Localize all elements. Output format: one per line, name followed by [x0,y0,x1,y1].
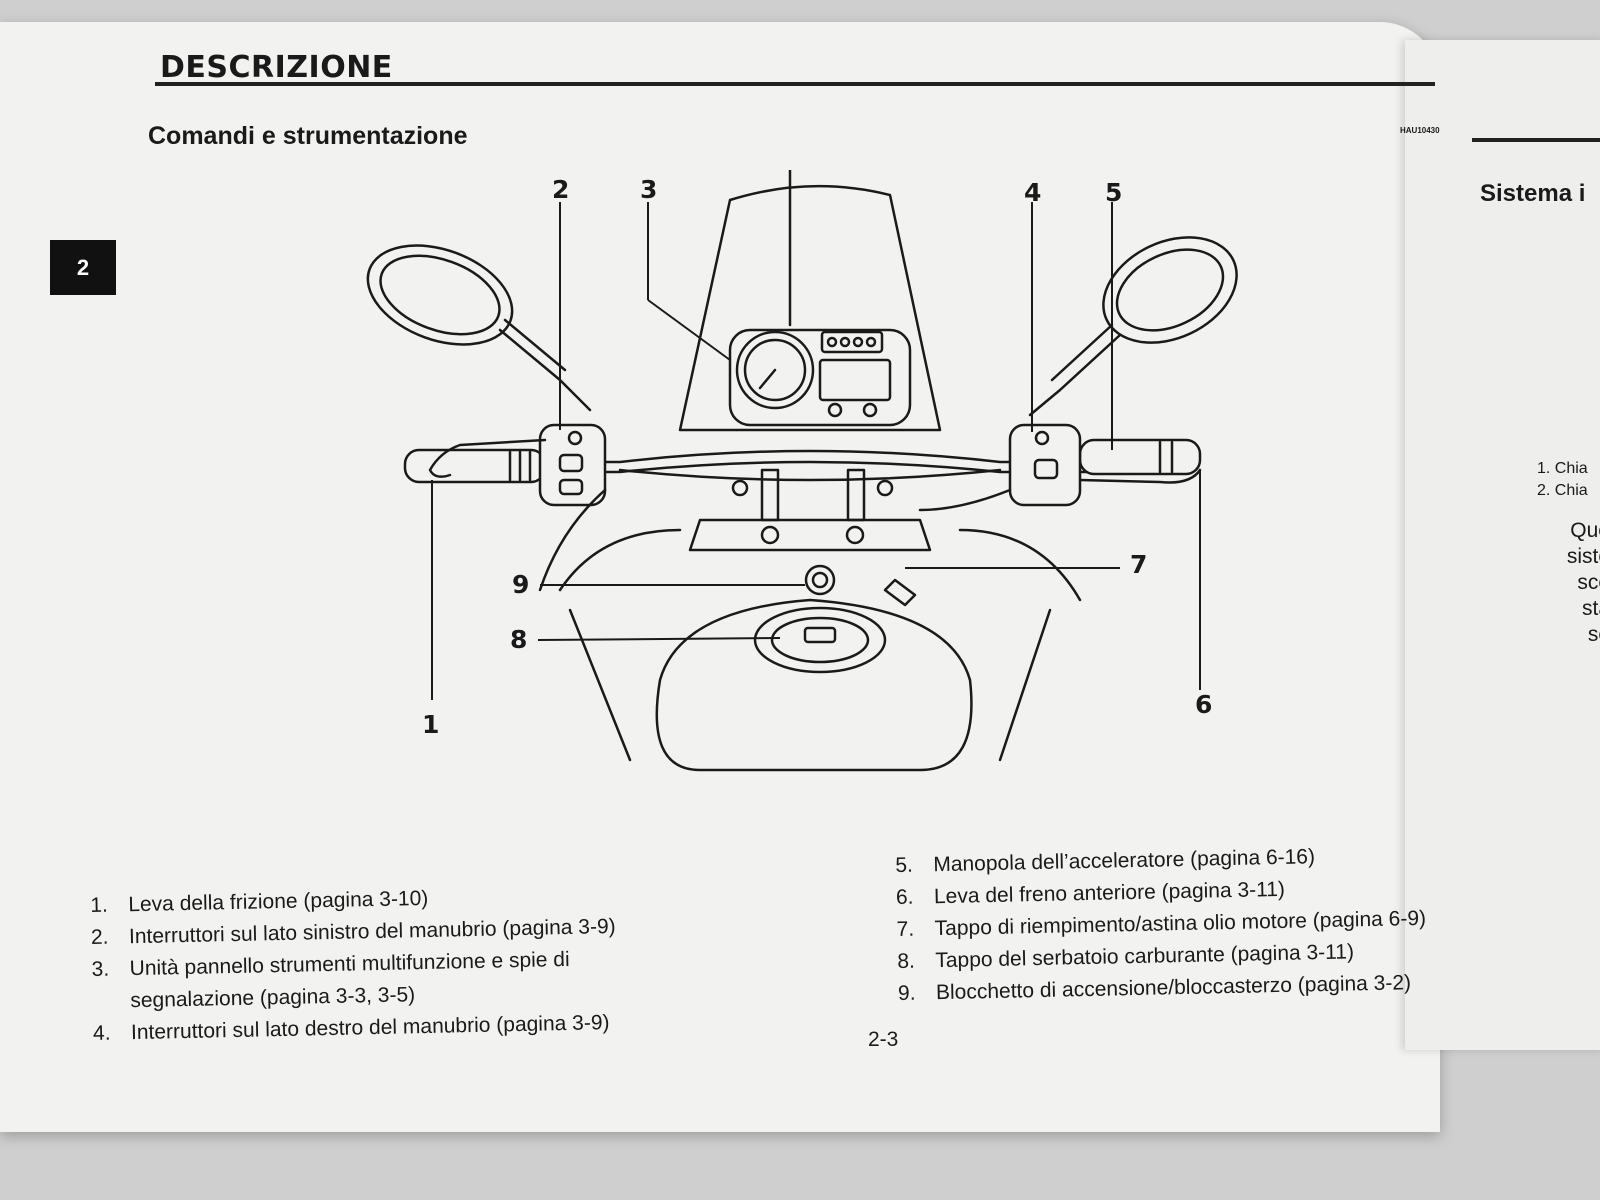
chapter-tab: 2 [50,240,116,295]
callout-1: 1 [422,710,440,739]
callout-5: 5 [1105,178,1123,207]
adjacent-text-line: sce [1577,571,1600,594]
adjacent-body-text: Que siste sce sta se [1550,518,1600,648]
handlebar-diagram [366,170,1238,772]
left-mirror [366,244,514,346]
adjacent-legend-item: 2. Chia [1537,482,1588,499]
callout-9: 9 [512,570,530,599]
callout-7: 7 [1130,550,1148,579]
page-header-title: DESCRIZIONE [160,50,393,85]
adjacent-text-line: sta [1581,597,1600,620]
adjacent-text-line: siste [1566,545,1600,568]
callout-3: 3 [640,175,658,204]
lcd-display [818,358,892,402]
handlebar [438,449,1182,464]
header-rule [155,82,1435,86]
ignition-switch [804,564,836,596]
legend-left: 1.Leva della frizione (pagina 3-10) 2.In… [90,879,618,1050]
oil-filler-cap [883,578,917,607]
speedometer [735,330,815,410]
fuel-tank [655,598,973,772]
adjacent-section-title: Sistema i [1480,180,1586,207]
section-title: Comandi e strumentazione [148,122,468,150]
callout-4: 4 [1024,178,1042,207]
right-switch-housing [1008,423,1082,507]
adjacent-legend-item: 1. Chia [1537,460,1588,477]
page-number: 2-3 [868,1028,899,1051]
callout-8: 8 [510,625,528,654]
adjacent-page [1405,40,1600,1050]
adjacent-text-line: Que [1570,519,1600,542]
left-switch-housing [538,423,607,507]
callout-6: 6 [1195,690,1213,719]
brake-lever [1078,468,1202,484]
adjacent-text-line: se [1587,623,1600,646]
adjacent-legend: 1. Chia 2. Chia [1537,458,1588,502]
right-grip [1078,438,1202,476]
triple-clamp [688,518,932,552]
callout-2: 2 [552,175,570,204]
left-grip [403,448,547,484]
section-code: HAU10430 [1400,126,1440,135]
clutch-lever [428,438,547,478]
legend-right: 5.Manopola dell’acceleratore (pagina 6-1… [895,839,1428,1010]
right-mirror [1102,236,1238,344]
adjacent-header-rule [1472,138,1600,142]
